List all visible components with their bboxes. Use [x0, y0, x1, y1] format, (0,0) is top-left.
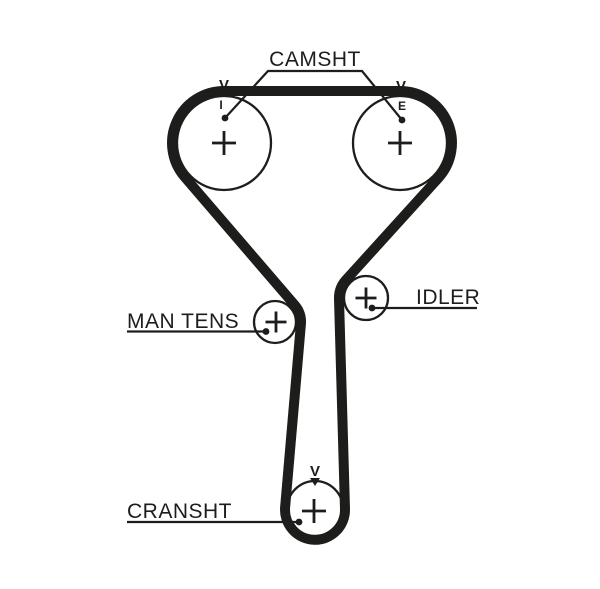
camshaft-pulley-right — [351, 94, 449, 192]
idler-center-cross — [355, 287, 377, 309]
crankshaft-callout-dot — [295, 518, 303, 526]
tensioner-center-cross — [265, 311, 287, 333]
idler-label: IDLER — [416, 286, 480, 309]
down-triangle-icon — [310, 478, 320, 486]
right-cam-timing-v-mark: V — [396, 78, 406, 95]
tensioner-pulley — [252, 299, 298, 345]
man-tens-label: MAN TENS — [127, 310, 239, 333]
camshaft-right-center-cross — [388, 131, 412, 155]
camshaft-right-callout-dot — [398, 116, 406, 124]
right-cam-exhaust-mark: E — [398, 99, 406, 113]
crank-timing-v-mark: V — [310, 463, 320, 480]
crankshaft-center-cross — [302, 499, 326, 523]
idler-callout-dot — [368, 304, 376, 312]
camshaft-left-callout-dot — [221, 114, 229, 122]
camshaft-left-center-cross — [212, 131, 236, 155]
camshaft-label: CAMSHT — [269, 48, 361, 71]
timing-belt — [167, 86, 457, 545]
camshaft-pulley-left — [175, 94, 273, 192]
man-tens-callout-dot — [262, 328, 270, 335]
crankshaft-label: CRANSHT — [127, 500, 232, 523]
left-cam-intake-mark: I — [219, 98, 222, 112]
idler-pulley — [342, 274, 390, 322]
left-cam-timing-v-mark: V — [219, 77, 229, 94]
camshaft-callout-bracket — [224, 69, 403, 121]
